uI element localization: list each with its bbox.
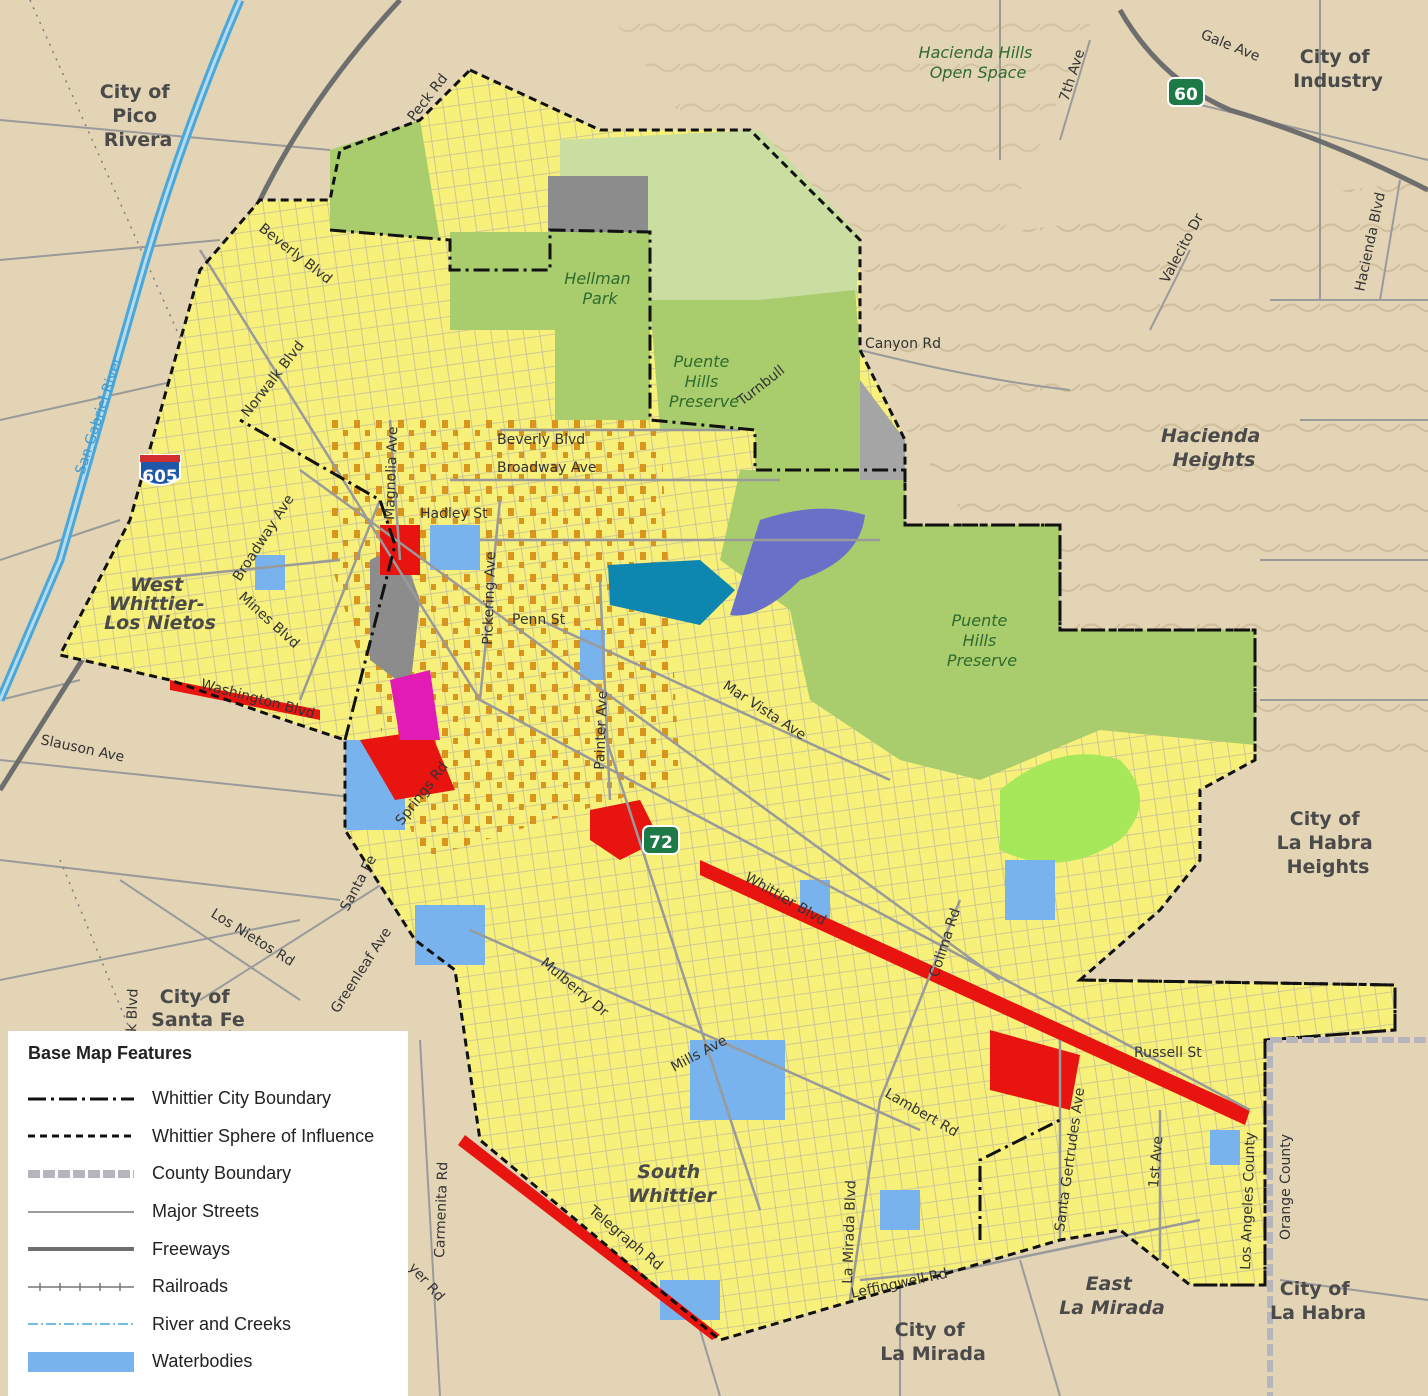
label-west-whittier: West Whittier- Los Nietos <box>104 574 216 634</box>
legend-swatch-dashdot <box>28 1089 134 1109</box>
sr72-shield: 72 <box>642 825 680 855</box>
label-penn-st: Penn St <box>512 612 566 628</box>
park-labels: Hacienda Hills Open Space Hellman Park P… <box>564 43 1038 670</box>
label-hellman-park: Hellman Park <box>564 269 635 308</box>
label-hadley-st: Hadley St <box>420 506 488 522</box>
place-labels: City of Pico Rivera City of Industry Hac… <box>100 46 1384 1365</box>
legend-swatch-street <box>28 1202 134 1222</box>
major-streets <box>139 249 1251 1301</box>
legend-label: River and Creeks <box>152 1313 292 1334</box>
county-boundary <box>1267 1037 1428 1396</box>
legend-item: Waterbodies <box>28 1343 388 1381</box>
gray-area-canyon <box>860 380 905 480</box>
hellman-park <box>450 232 650 420</box>
legend-item: Whittier City Boundary <box>28 1080 388 1118</box>
label-beverly-blvd: Beverly Blvd <box>497 432 585 448</box>
open-space-north <box>330 120 440 240</box>
hill-shading-north <box>600 0 1100 240</box>
legend-label: Major Streets <box>152 1201 260 1222</box>
legend-item: River and Creeks <box>28 1306 388 1344</box>
label-east-la-mirada: East La Mirada <box>1059 1273 1165 1319</box>
label-pickering-ave: Pickering Ave <box>480 551 499 645</box>
lake <box>608 560 735 625</box>
label-la-mirada: City of La Mirada <box>880 1319 986 1365</box>
label-la-habra: City of La Habra <box>1270 1278 1366 1324</box>
label-carmenita-rd: Carmenita Rd <box>432 1162 451 1259</box>
legend-label: Whittier Sphere of Influence <box>152 1125 375 1146</box>
commercial-areas <box>170 525 1250 1340</box>
legend-item: Whittier Sphere of Influence <box>28 1118 388 1156</box>
label-canyon-rd: Canyon Rd <box>865 336 941 352</box>
label-1st-ave: 1st Ave <box>1146 1135 1166 1188</box>
label-hacienda-hills: Hacienda Hills Open Space <box>919 43 1038 82</box>
hill-shading <box>860 180 1428 780</box>
label-orange-county: Orange County <box>1278 1134 1294 1240</box>
label-south-whittier: South Whittier <box>628 1161 718 1207</box>
railroads <box>29 0 431 1031</box>
legend-swatch-water <box>28 1351 134 1372</box>
legend-swatch-dashed <box>28 1126 134 1146</box>
label-russell-st: Russell St <box>1134 1045 1202 1061</box>
label-magnolia-ave: Magnolia Ave <box>382 426 401 520</box>
label-la-habra-heights: City of La Habra Heights <box>1277 808 1380 878</box>
legend-swatch-county <box>28 1164 134 1184</box>
legend-label: Whittier City Boundary <box>152 1088 332 1109</box>
sr60-shield: 60 <box>1167 77 1205 107</box>
whittier-sphere-of-influence <box>57 68 1397 1342</box>
svg-text:605: 605 <box>142 467 178 487</box>
magenta-area <box>390 670 440 740</box>
label-broadway-ave: Broadway Ave <box>497 460 597 476</box>
legend-label: County Boundary <box>152 1163 292 1184</box>
sr60-freeway <box>1117 8 1428 193</box>
i605-shield: 605 <box>139 454 181 487</box>
legend-item: Major Streets <box>28 1193 388 1231</box>
legend-item: Railroads <box>28 1268 388 1306</box>
label-industry: City of Industry <box>1293 46 1383 92</box>
legend-label: Freeways <box>152 1238 231 1259</box>
legend-swatch-rail <box>28 1277 134 1297</box>
legend-swatch-freeway <box>28 1239 134 1259</box>
river-inner <box>0 0 242 701</box>
label-santa-fe: City of Santa Fe <box>151 986 245 1031</box>
gray-area-north <box>548 176 648 232</box>
legend-label: Railroads <box>152 1276 229 1297</box>
label-puente-hills-north: Puente Hills Preserve <box>669 352 739 411</box>
legend-item: County Boundary <box>28 1155 388 1193</box>
legend-item: Freeways <box>28 1230 388 1268</box>
label-pico-rivera: City of Pico Rivera <box>100 81 176 151</box>
puente-hills-preserve <box>720 470 1255 780</box>
svg-text:60: 60 <box>1174 85 1198 105</box>
legend-title: Base Map Features <box>28 1043 193 1063</box>
legend-swatch-river <box>28 1314 134 1334</box>
label-painter-ave: Painter Ave <box>592 691 611 771</box>
svg-text:72: 72 <box>649 833 673 853</box>
label-hacienda-heights: Hacienda Heights <box>1161 425 1267 471</box>
legend: Base Map Features Whittier City Boundary… <box>8 1031 408 1396</box>
legend-label: Waterbodies <box>152 1351 253 1372</box>
golf-course <box>1000 754 1140 863</box>
label-la-mirada-blvd: La Mirada Blvd <box>840 1180 860 1284</box>
label-lk-blvd: k Blvd <box>124 988 141 1032</box>
label-los-angeles-county: Los Angeles County <box>1238 1132 1259 1270</box>
purple-lake <box>730 508 865 616</box>
label-puente-hills-south: Puente Hills Preserve <box>947 611 1017 670</box>
